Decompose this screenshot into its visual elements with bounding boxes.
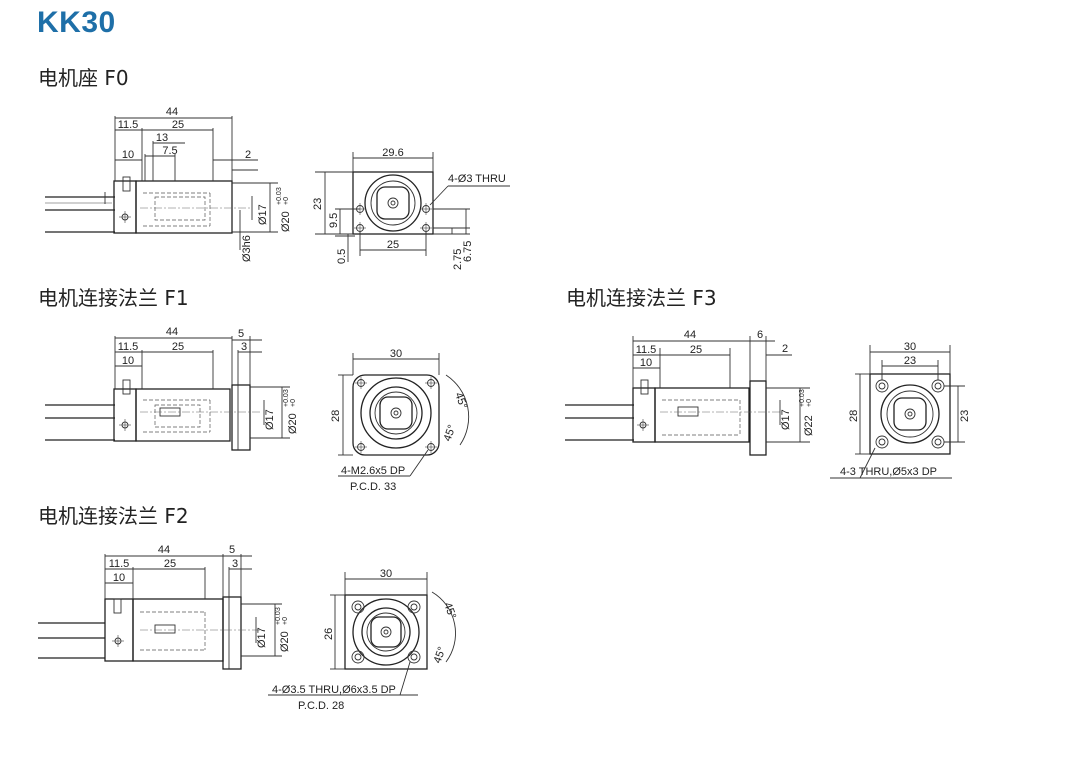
f1-tol-up: +0.03 <box>283 389 290 407</box>
f0-dim-h: 23 <box>312 198 324 210</box>
f2-dim-total: 44 <box>158 544 170 556</box>
f2-tol-lo: +0 <box>282 617 289 625</box>
f0-dim-total: 44 <box>166 106 178 118</box>
f2-side-view: 44 5 11.5 25 3 10 Ø17 Ø20 +0.03 +0 <box>38 544 291 670</box>
f0-dim-w: 29.6 <box>382 147 403 159</box>
page-title: KK30 <box>37 6 116 39</box>
f0-dim-c: 13 <box>156 132 168 144</box>
f3-front-view: 30 23 28 23 4-3 THRU,Ø5x3 DP <box>830 341 971 479</box>
f3-dim-w2: 23 <box>904 355 916 367</box>
f3-dim-d22: Ø22 <box>803 415 815 436</box>
f3-dim-h2: 23 <box>959 410 971 422</box>
f0-tol-up: +0.03 <box>276 187 283 205</box>
f1-dim-d17: Ø17 <box>264 409 276 430</box>
f3-tol-up: +0.03 <box>799 389 806 407</box>
f2-front-view: 30 26 45° 45° 4-Ø3.5 THRU,Ø6x3.5 DP P.C.… <box>268 568 458 712</box>
f2-dim-d20: Ø20 <box>279 631 291 652</box>
f3-dim-t6: 6 <box>757 329 763 341</box>
f3-dim-h: 28 <box>848 410 860 422</box>
f0-dim-v675: 6.75 <box>462 241 474 262</box>
f2-dim-a: 11.5 <box>109 558 130 570</box>
f2-ang2: 45° <box>432 645 449 665</box>
f2-tol-up: +0.03 <box>275 607 282 625</box>
f1-dim-total: 44 <box>166 326 178 338</box>
f3-dim-total: 44 <box>684 329 696 341</box>
f0-dim-v05: 0.5 <box>336 249 348 264</box>
f1-dim-e: 10 <box>122 355 134 367</box>
f0-tol-lo: +0 <box>283 197 290 205</box>
f1-side-view: 44 5 11.5 25 3 10 Ø17 Ø20 +0.03 +0 <box>45 326 299 451</box>
section-title-f3: 电机连接法兰 F3 <box>566 286 717 310</box>
f1-note: 4-M2.6x5 DP <box>341 465 405 477</box>
f0-dim-b: 25 <box>172 119 184 131</box>
f0-dim-d17: Ø17 <box>257 204 269 225</box>
f3-dim-d17: Ø17 <box>780 409 792 430</box>
section-title-f2: 电机连接法兰 F2 <box>38 504 189 528</box>
f2-ang1: 45° <box>441 601 458 621</box>
f2-dim-d17: Ø17 <box>256 627 268 648</box>
f0-dim-a: 11.5 <box>118 119 139 131</box>
f3-dim-t2: 2 <box>782 343 788 355</box>
f1-ang2: 45° <box>442 423 459 443</box>
f3-note: 4-3 THRU,Ø5x3 DP <box>840 466 937 478</box>
f0-dim-v95: 9.5 <box>328 213 340 228</box>
f0-dim-d: 7.5 <box>162 145 177 157</box>
f1-dim-a: 11.5 <box>118 341 139 353</box>
f3-dim-w: 30 <box>904 341 916 353</box>
f2-dim-e: 10 <box>113 572 125 584</box>
f1-ang1: 45° <box>452 391 469 411</box>
f2-dim-t5: 5 <box>229 544 235 556</box>
f3-dim-a: 11.5 <box>636 344 657 356</box>
f1-dim-d20: Ø20 <box>287 413 299 434</box>
f1-tol-lo: +0 <box>290 399 297 407</box>
f3-tol-lo: +0 <box>806 399 813 407</box>
f1-dim-b: 25 <box>172 341 184 353</box>
f2-pcd: P.C.D. 28 <box>298 700 344 712</box>
f0-front-view: 29.6 4-Ø3 THRU 23 9.5 0.5 25 2.75 6.75 <box>312 147 510 270</box>
f3-dim-e: 10 <box>640 357 652 369</box>
section-title-f1: 电机连接法兰 F1 <box>38 286 189 310</box>
f0-dim-d20: Ø20 <box>280 211 292 232</box>
f1-dim-h: 28 <box>330 410 342 422</box>
f0-dim-b25: 25 <box>387 239 399 251</box>
f2-dim-w: 30 <box>380 568 392 580</box>
f1-dim-t3: 3 <box>241 341 247 353</box>
f0-dim-e: 10 <box>122 149 134 161</box>
f3-dim-b: 25 <box>690 344 702 356</box>
f1-dim-w: 30 <box>390 348 402 360</box>
f2-dim-t3: 3 <box>232 558 238 570</box>
f2-dim-b: 25 <box>164 558 176 570</box>
f1-dim-t5: 5 <box>238 328 244 340</box>
f0-hole-note: 4-Ø3 THRU <box>448 173 506 185</box>
f1-front-view: 30 28 45° 45° 4-M2.6x5 DP P.C.D. 33 <box>330 348 469 493</box>
f0-dim-v275: 2.75 <box>452 249 464 270</box>
section-title-f0: 电机座 F0 <box>38 66 129 90</box>
f0-dim-d3h6: Ø3h6 <box>241 235 253 262</box>
f2-note: 4-Ø3.5 THRU,Ø6x3.5 DP <box>272 684 396 696</box>
f0-dim-f: 2 <box>245 149 251 161</box>
f3-side-view: 44 6 11.5 25 2 10 Ø17 Ø22 +0.03 +0 <box>565 329 815 456</box>
f2-dim-h: 26 <box>323 628 335 640</box>
f1-pcd: P.C.D. 33 <box>350 481 396 493</box>
f0-side-view: 44 11.5 25 13 7.5 10 2 Ø17 Ø20 +0.03 +0 … <box>45 106 292 262</box>
